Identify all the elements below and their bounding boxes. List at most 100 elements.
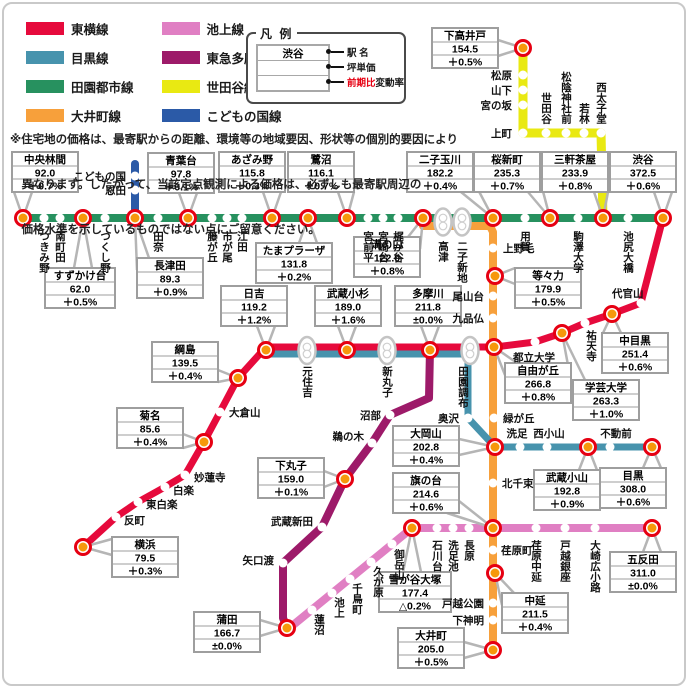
price-box-frame [136,257,204,299]
station-label: 上町 [491,127,512,140]
station-label: 矢口渡 [243,554,275,567]
price-box-price: 372.5 [630,168,656,180]
line-color-swatch [161,109,200,122]
station-circle [463,413,473,423]
observed-station-circle [647,442,657,452]
observed-station-circle [78,213,88,223]
price-box-frame [193,611,261,653]
price-box-frame [392,425,460,467]
station-label: 山下 [491,84,512,97]
station-label: 荏原中延 [530,539,542,583]
station-label: 市が尾 [221,230,233,263]
station-label: 戸越銀座 [559,540,571,583]
note-line: 価格水準を示しているものではない点にご留意ください。 [10,224,320,236]
station-circle [605,442,615,452]
legend-label: 池上線 [206,23,245,37]
observed-station-circle [340,474,350,484]
station-circle [457,213,467,223]
station-circle [560,523,570,533]
price-box-frame [514,267,582,309]
price-box-change: ＋0.9% [153,287,188,299]
price-box-station-name: たまプラーザ [263,244,326,257]
price-box-price: 205.0 [418,644,444,656]
price-box-price: 235.3 [494,168,520,180]
observed-station-circle [407,523,417,533]
station-label: 石川台 [431,540,443,572]
price-box-price: 189.0 [335,302,361,314]
key-label-change-prefix: 前期比 [347,77,376,89]
price-box-station-name: 溝の口 [371,238,403,251]
price-box-station-name: 下丸子 [275,459,307,472]
price-box-price: 116.1 [308,168,334,180]
station-label: 南町田 [54,230,66,263]
station-label: 尾山台 [453,290,485,303]
station-label: 用賀 [519,231,531,253]
station-circle [100,213,110,223]
station-circle [237,213,247,223]
price-box-station-name: 五反田 [627,553,659,566]
observed-station-circle [18,213,28,223]
station-circle [464,523,474,533]
observed-station-circle [267,213,277,223]
price-box-frame [473,151,541,193]
station-label: 宮崎台 [377,230,389,263]
price-box-change: ＋0.2% [277,272,312,284]
price-box-price: 211.5 [522,609,548,621]
station-circle [489,413,499,423]
legend-item: 東横線 [26,19,134,38]
station-label: 御岳山 [393,548,405,581]
price-box-station-name: 学芸大学 [585,381,627,394]
connector-line [331,50,344,53]
price-box-change: ＋0.5% [63,297,98,309]
station-label: 東白楽 [146,498,178,511]
station-circle [367,438,377,448]
legend-item: 大井町線 [26,106,134,125]
price-box-change: ＋0.8% [521,392,556,404]
station-circle [573,213,583,223]
price-box-frame [220,285,288,327]
station-circle [385,410,395,420]
station-label: 田園調布 [457,366,469,409]
observed-station-circle [342,345,352,355]
price-box-frame [353,236,421,278]
bullet-dot-icon [326,49,331,54]
price-box-price: 131.8 [281,259,307,271]
station-label: 長原 [463,540,475,562]
price-box-price: 192.8 [554,486,580,498]
observed-station-circle [607,309,617,319]
price-boxes: 下高井戸154.5＋0.5%中央林間92.0＋0.7%すずかけ台62.0＋0.5… [11,27,677,669]
price-box-change: ＋0.7% [490,181,525,193]
line-color-swatch [26,80,64,93]
observed-station-circle [598,213,608,223]
station-circle [520,213,530,223]
station-circle [438,221,448,231]
price-box-change: ＋0.8% [370,266,405,278]
price-box-frame [111,536,179,578]
price-box-station-name: 目黒 [623,470,644,482]
price-box-frame [533,469,601,511]
station-circle [327,588,337,598]
bullet-dot-icon [326,79,331,84]
station-label: 新丸子 [381,365,393,398]
station-circle [515,442,525,452]
price-box-price: 119.2 [241,302,267,314]
station-circle [531,523,541,533]
station-circle [378,213,388,223]
price-box-change: ＋0.4% [409,455,444,467]
price-box-price: 79.5 [135,553,156,565]
line-color-swatch [26,109,64,122]
price-box-price: 182.2 [427,168,453,180]
station-label: 世田谷 [540,92,552,125]
observed-station-circle [233,373,243,383]
